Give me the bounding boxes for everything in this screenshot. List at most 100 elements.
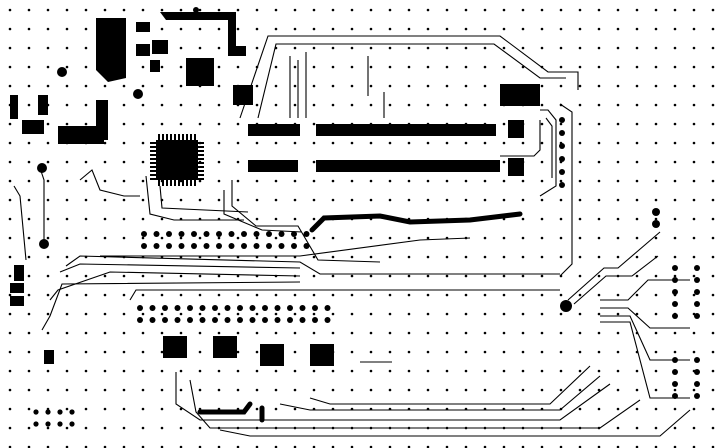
- header-pad: [228, 243, 235, 249]
- grid-via: [407, 293, 411, 297]
- grid-via: [426, 369, 430, 373]
- grid-via: [198, 27, 202, 31]
- grid-via: [331, 103, 335, 107]
- grid-via: [502, 65, 506, 69]
- grid-via: [559, 388, 563, 392]
- grid-via: [692, 103, 696, 107]
- grid-via: [388, 198, 392, 202]
- grid-via: [236, 445, 240, 448]
- header-pad: [324, 317, 331, 323]
- grid-via: [711, 8, 715, 12]
- grid-via: [255, 84, 259, 88]
- grid-via: [274, 293, 278, 297]
- mcu-pin: [170, 180, 172, 186]
- grid-via: [388, 331, 392, 335]
- grid-via: [654, 198, 658, 202]
- grid-via: [84, 331, 88, 335]
- grid-via: [540, 217, 544, 221]
- grid-via: [217, 274, 221, 278]
- grid-via: [445, 198, 449, 202]
- grid-via: [388, 445, 392, 448]
- grid-via: [654, 426, 658, 430]
- grid-via: [122, 312, 126, 316]
- grid-via: [8, 312, 12, 316]
- grid-via: [103, 274, 107, 278]
- grid-via: [597, 46, 601, 50]
- grid-via: [673, 426, 677, 430]
- grid-via: [673, 179, 677, 183]
- grid-via: [103, 141, 107, 145]
- grid-via: [559, 198, 563, 202]
- grid-via: [616, 198, 620, 202]
- mcu-pin: [190, 180, 192, 186]
- grid-via: [597, 65, 601, 69]
- grid-via: [483, 84, 487, 88]
- header-pad: [212, 305, 218, 311]
- grid-via: [122, 84, 126, 88]
- grid-via: [141, 445, 145, 448]
- grid-via: [217, 27, 221, 31]
- grid-via: [274, 312, 278, 316]
- header-pad: [137, 305, 143, 311]
- header-pad: [266, 231, 272, 237]
- grid-via: [673, 141, 677, 145]
- grid-via: [711, 217, 715, 221]
- grid-via: [635, 141, 639, 145]
- power-section: [58, 12, 540, 144]
- grid-via: [464, 350, 468, 354]
- grid-via: [122, 236, 126, 240]
- grid-via: [711, 293, 715, 297]
- grid-via: [160, 8, 164, 12]
- grid-via: [635, 84, 639, 88]
- grid-via: [426, 8, 430, 12]
- grid-via: [312, 236, 316, 240]
- grid-via: [464, 331, 468, 335]
- grid-via: [616, 426, 620, 430]
- grid-via: [692, 179, 696, 183]
- grid-via: [160, 103, 164, 107]
- grid-via: [350, 103, 354, 107]
- grid-via: [65, 331, 69, 335]
- grid-via: [445, 27, 449, 31]
- grid-via: [103, 350, 107, 354]
- grid-via: [426, 84, 430, 88]
- grid-via: [160, 65, 164, 69]
- header-pad: [137, 317, 143, 323]
- grid-via: [46, 84, 50, 88]
- grid-via: [445, 255, 449, 259]
- grid-via: [540, 255, 544, 259]
- grid-via: [521, 312, 525, 316]
- grid-via: [65, 198, 69, 202]
- grid-via: [255, 445, 259, 448]
- grid-via: [464, 274, 468, 278]
- grid-via: [502, 8, 506, 12]
- grid-via: [293, 84, 297, 88]
- grid-via: [635, 103, 639, 107]
- grid-via: [46, 27, 50, 31]
- grid-via: [578, 141, 582, 145]
- grid-via: [502, 255, 506, 259]
- grid-via: [331, 369, 335, 373]
- grid-via: [198, 179, 202, 183]
- mcu-pin: [150, 170, 156, 172]
- mcu-pin: [198, 178, 204, 180]
- grid-via: [673, 198, 677, 202]
- grid-via: [654, 84, 658, 88]
- grid-via: [445, 388, 449, 392]
- grid-via: [198, 350, 202, 354]
- grid-via: [597, 103, 601, 107]
- grid-via: [711, 27, 715, 31]
- header-pad: [266, 243, 272, 249]
- pin-header: [33, 117, 700, 427]
- grid-via: [122, 122, 126, 126]
- grid-via: [84, 217, 88, 221]
- grid-via: [635, 445, 639, 448]
- grid-via: [84, 293, 88, 297]
- grid-via: [236, 274, 240, 278]
- grid-via: [312, 388, 316, 392]
- grid-via: [616, 255, 620, 259]
- header-pad: [559, 156, 565, 162]
- grid-via: [274, 445, 278, 448]
- grid-via: [331, 8, 335, 12]
- grid-via: [350, 27, 354, 31]
